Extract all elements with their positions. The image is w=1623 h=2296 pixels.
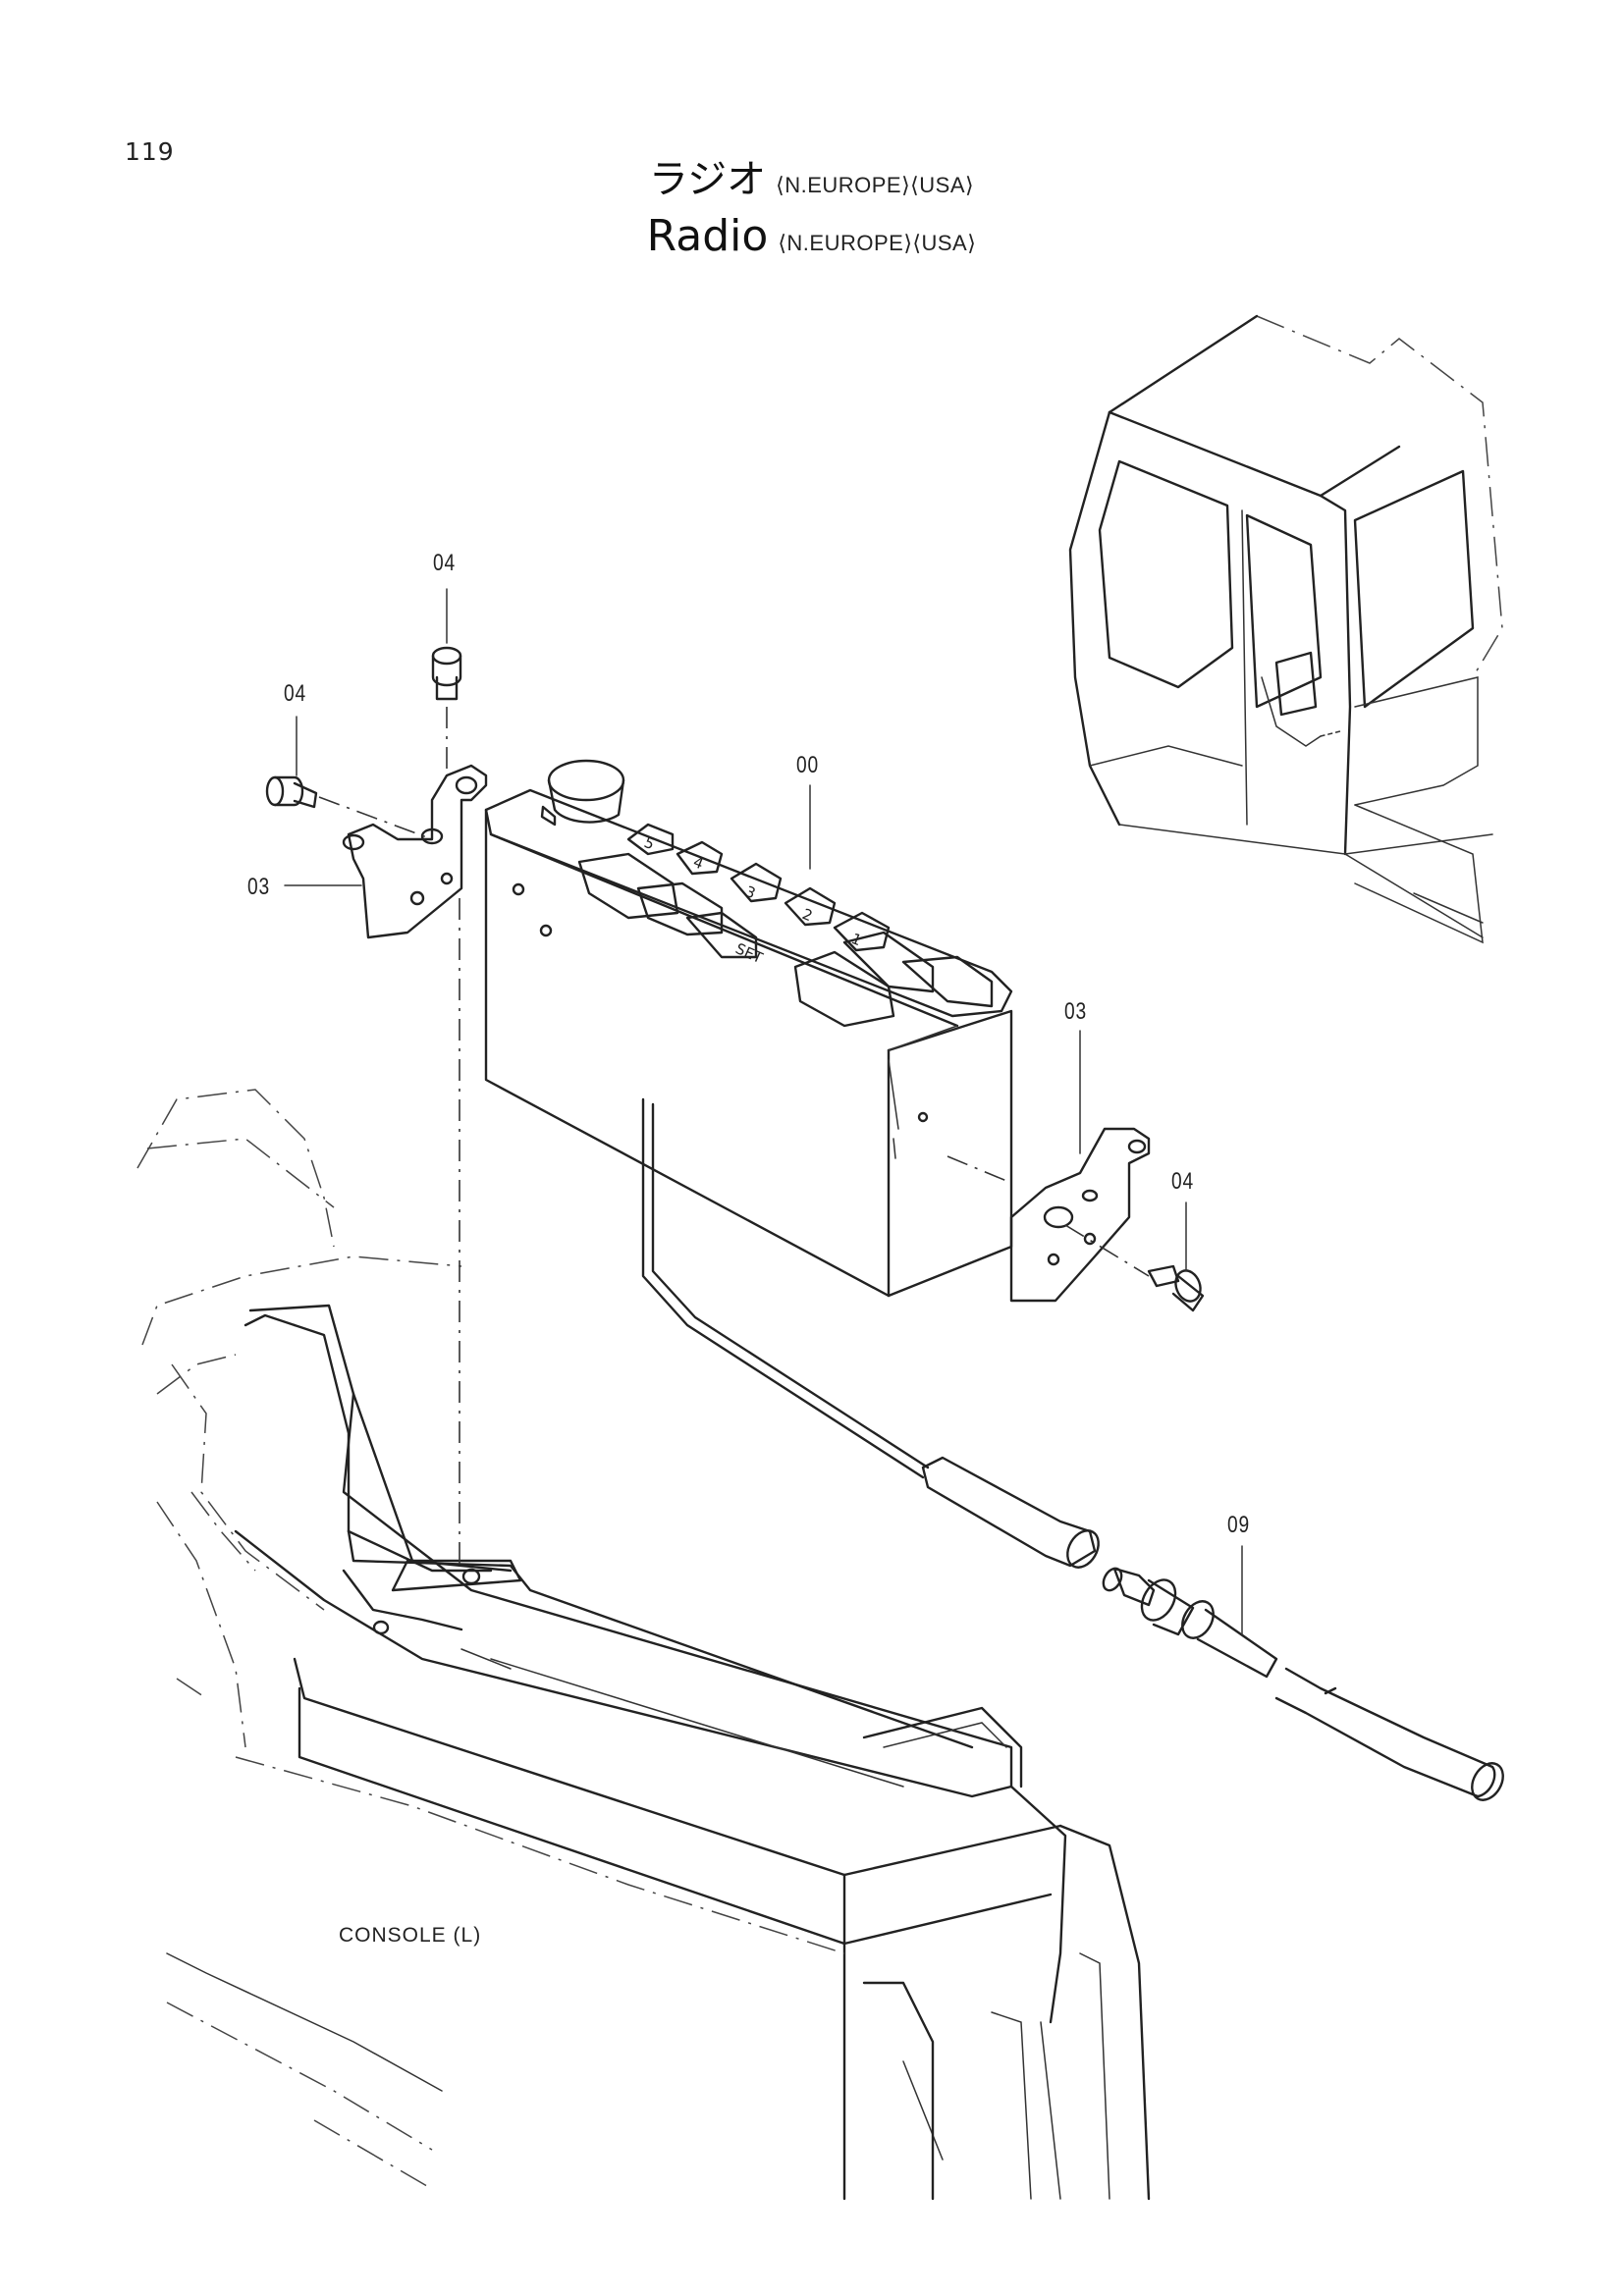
radio-unit: 5 4 3 2 1 SET — [484, 759, 1100, 1569]
title-ja-text: ラジオ — [648, 157, 767, 202]
title-en-text: Radio — [646, 211, 769, 261]
title-ja-region: ⟨N.EUROPE⟩⟨USA⟩ — [776, 173, 975, 197]
key-set-label: SET — [732, 939, 766, 967]
callout-09: 09 — [1227, 1512, 1250, 1538]
bolt-right — [1147, 1264, 1205, 1312]
title-en-region: ⟨N.EUROPE⟩⟨USA⟩ — [778, 231, 977, 255]
key-4-label: 4 — [691, 853, 707, 873]
callout-00: 00 — [796, 752, 819, 778]
cab-inset-illustration — [1068, 314, 1503, 944]
callout-04-top: 04 — [433, 550, 456, 576]
console-illustration — [136, 1089, 1151, 2201]
callout-04-left: 04 — [284, 680, 306, 707]
bracket-right — [1009, 1127, 1151, 1303]
assembly-line-right-bolt — [1064, 1224, 1150, 1277]
callout-03-left: 03 — [247, 874, 270, 900]
callout-03-right: 03 — [1064, 998, 1087, 1025]
page-number: 119 — [125, 137, 175, 166]
key-5-label: 5 — [642, 833, 658, 853]
bolt-top — [431, 646, 462, 701]
bracket-left — [342, 764, 488, 939]
title-english: Radio ⟨N.EUROPE⟩⟨USA⟩ — [0, 211, 1623, 261]
callout-04-right: 04 — [1171, 1168, 1194, 1195]
key-2-label: 2 — [800, 905, 816, 925]
assembly-line-left-bolt — [318, 796, 433, 840]
title-japanese: ラジオ ⟨N.EUROPE⟩⟨USA⟩ — [0, 147, 1623, 204]
console-label: CONSOLE (L) — [339, 1924, 482, 1947]
assembly-line-right-bracket — [947, 1155, 1012, 1184]
bolt-left — [265, 775, 318, 809]
antenna-extension-cable — [1274, 1667, 1504, 1801]
antenna-adapter — [1102, 1567, 1278, 1679]
key-1-label: 1 — [849, 930, 865, 949]
